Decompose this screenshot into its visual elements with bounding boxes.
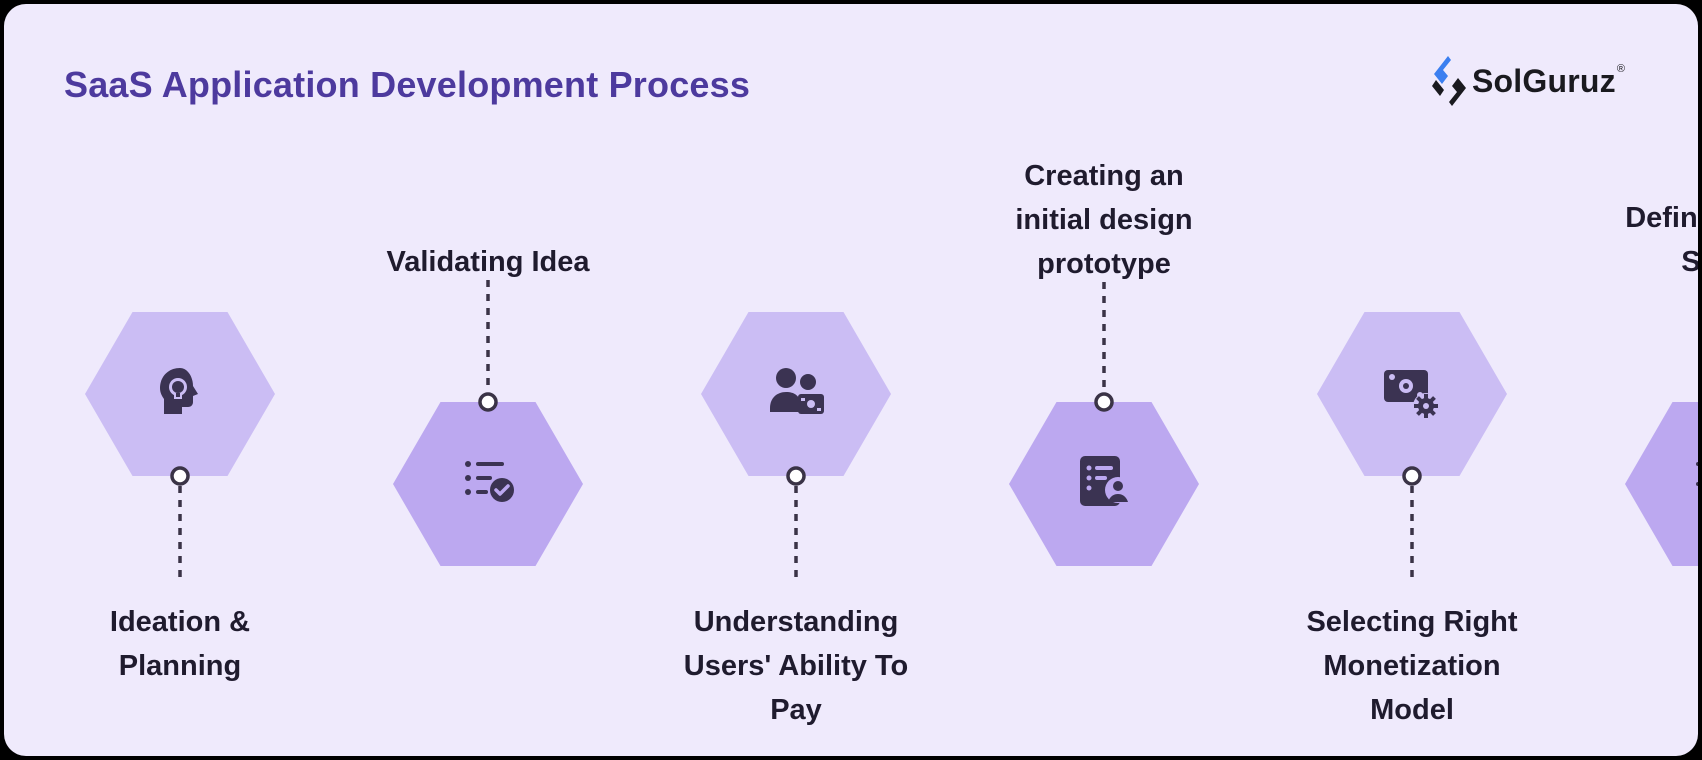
registered-mark: ® xyxy=(1616,63,1625,75)
step-label-checklist: Validating Idea xyxy=(386,246,590,278)
step-label-document-user: Creating an initial design prototype xyxy=(1015,160,1193,280)
step-label-head-lightbulb: Ideation & Planning xyxy=(109,606,251,682)
hexagon-step-3 xyxy=(701,312,891,476)
brand-name: SolGuruz xyxy=(1472,62,1616,99)
connector-node-5 xyxy=(1402,466,1422,486)
money-gear-icon xyxy=(1372,352,1452,432)
step-label-text-pen: Defining Tech Stack xyxy=(1625,202,1698,278)
solguruz-logo-icon xyxy=(1432,56,1466,106)
document-user-icon xyxy=(1064,442,1144,522)
hexagon-layer xyxy=(85,312,1698,566)
step-label-money-gear: Selecting Right Monetization Model xyxy=(1306,606,1518,726)
hexagon-step-2 xyxy=(393,402,583,566)
hexagon-step-6 xyxy=(1625,402,1698,566)
diagram-card: SaaS Application Development Process Sol… xyxy=(4,4,1698,756)
connector-node-1 xyxy=(170,466,190,486)
brand-logo: SolGuruz ® xyxy=(1430,54,1625,108)
users-cash-icon xyxy=(756,352,836,432)
connector-node-2 xyxy=(478,392,498,412)
connector-layer xyxy=(178,280,1414,584)
connector-node-3 xyxy=(786,466,806,486)
text-pen-icon xyxy=(1680,442,1698,522)
checklist-icon xyxy=(448,442,528,522)
page-title: SaaS Application Development Process xyxy=(64,64,751,105)
head-lightbulb-icon xyxy=(140,352,220,432)
step-label-users-cash: Understanding Users' Ability To Pay xyxy=(683,606,909,726)
connector-node-4 xyxy=(1094,392,1114,412)
